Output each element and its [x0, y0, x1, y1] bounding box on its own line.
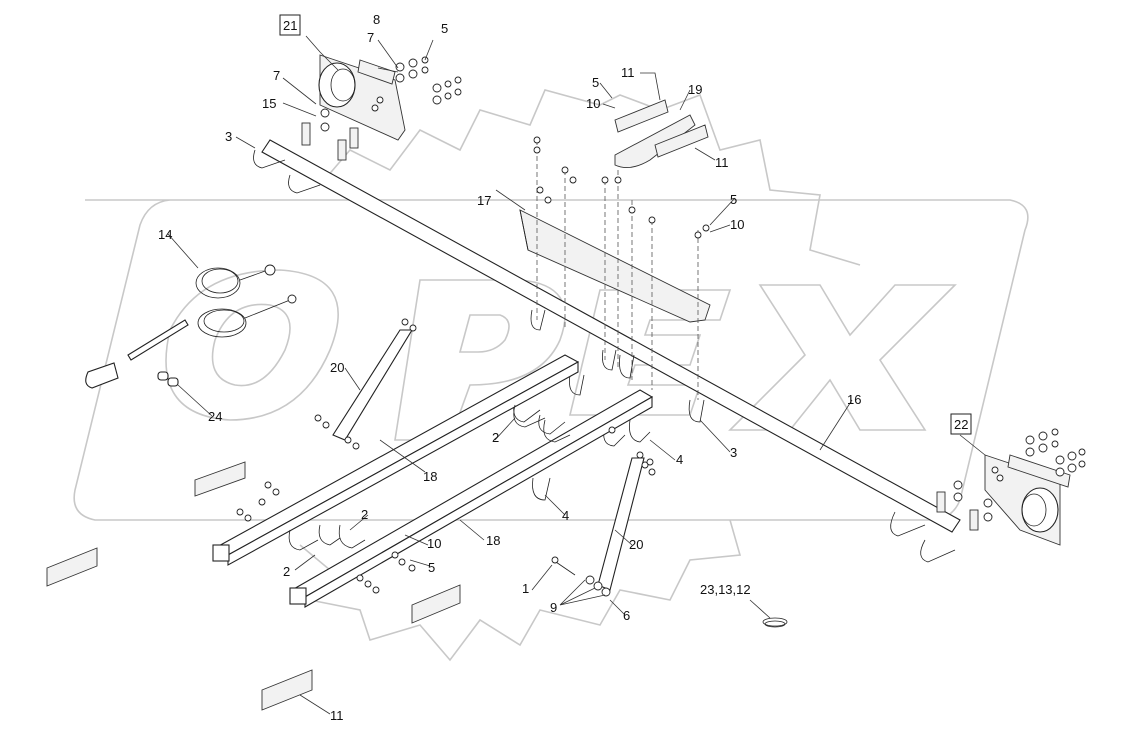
callout-8[interactable]: 8 — [373, 12, 380, 27]
callout-6[interactable]: 6 — [623, 608, 630, 623]
left-lamp-bracket — [318, 54, 406, 141]
support-arm-left — [314, 318, 417, 450]
callout-17[interactable]: 17 — [477, 193, 491, 208]
axle-bar — [261, 139, 961, 533]
callout-11[interactable]: 11 — [621, 65, 635, 80]
callout-23-13-12[interactable]: 23,13,12 — [700, 582, 751, 597]
callout-5[interactable]: 5 — [592, 75, 599, 90]
callout-5[interactable]: 5 — [428, 560, 435, 575]
callout-1[interactable]: 1 — [522, 581, 529, 596]
coiled-hose — [762, 617, 788, 628]
right-bracket-hardware — [936, 428, 1086, 531]
callout-20[interactable]: 20 — [629, 537, 643, 552]
callout-18[interactable]: 18 — [423, 469, 437, 484]
callout-7[interactable]: 7 — [367, 30, 374, 45]
leader-lines — [167, 35, 986, 715]
left-bracket-hardware — [301, 56, 462, 161]
tube-nuts — [236, 426, 654, 594]
callout-3[interactable]: 3 — [730, 445, 737, 460]
callout-16[interactable]: 16 — [847, 392, 861, 407]
callout-22[interactable]: 22 — [954, 417, 968, 432]
callout-24[interactable]: 24 — [208, 409, 222, 424]
callout-19[interactable]: 19 — [688, 82, 702, 97]
mounting-plate — [519, 209, 711, 323]
top-bracket — [614, 99, 709, 169]
callout-5[interactable]: 5 — [441, 21, 448, 36]
callout-10[interactable]: 10 — [730, 217, 744, 232]
callout-10[interactable]: 10 — [427, 536, 441, 551]
u-bolts-center — [513, 309, 705, 501]
u-bolt-right — [890, 511, 956, 563]
callout-4[interactable]: 4 — [676, 452, 683, 467]
u-bolt-left — [253, 149, 321, 194]
callout-20[interactable]: 20 — [330, 360, 344, 375]
callout-3[interactable]: 3 — [225, 129, 232, 144]
callout-11[interactable]: 11 — [330, 708, 344, 723]
callout-2[interactable]: 2 — [283, 564, 290, 579]
callout-2[interactable]: 2 — [361, 507, 368, 522]
callout-5[interactable]: 5 — [730, 192, 737, 207]
callout-4[interactable]: 4 — [562, 508, 569, 523]
cable-harness — [85, 264, 297, 389]
callout-18[interactable]: 18 — [486, 533, 500, 548]
callout-2[interactable]: 2 — [492, 430, 499, 445]
sticker-labels — [46, 461, 461, 711]
callout-labels: 21 8 7 5 7 15 3 14 24 20 18 2 17 5 11 10… — [158, 12, 968, 723]
callout-7[interactable]: 7 — [273, 68, 280, 83]
plate-bolts — [533, 136, 710, 400]
callout-11[interactable]: 11 — [715, 155, 729, 170]
callout-21[interactable]: 21 — [283, 18, 297, 33]
callout-15[interactable]: 15 — [262, 96, 276, 111]
callout-box-22 — [950, 413, 972, 435]
callout-14[interactable]: 14 — [158, 227, 172, 242]
right-lamp-bracket — [984, 454, 1071, 546]
watermark-logo — [73, 89, 1029, 662]
square-tube-upper — [212, 354, 580, 566]
support-arm-right — [551, 457, 656, 597]
callout-10[interactable]: 10 — [586, 96, 600, 111]
callout-9[interactable]: 9 — [550, 600, 557, 615]
callout-box-21 — [279, 14, 301, 36]
u-bolts-tube — [288, 404, 571, 551]
